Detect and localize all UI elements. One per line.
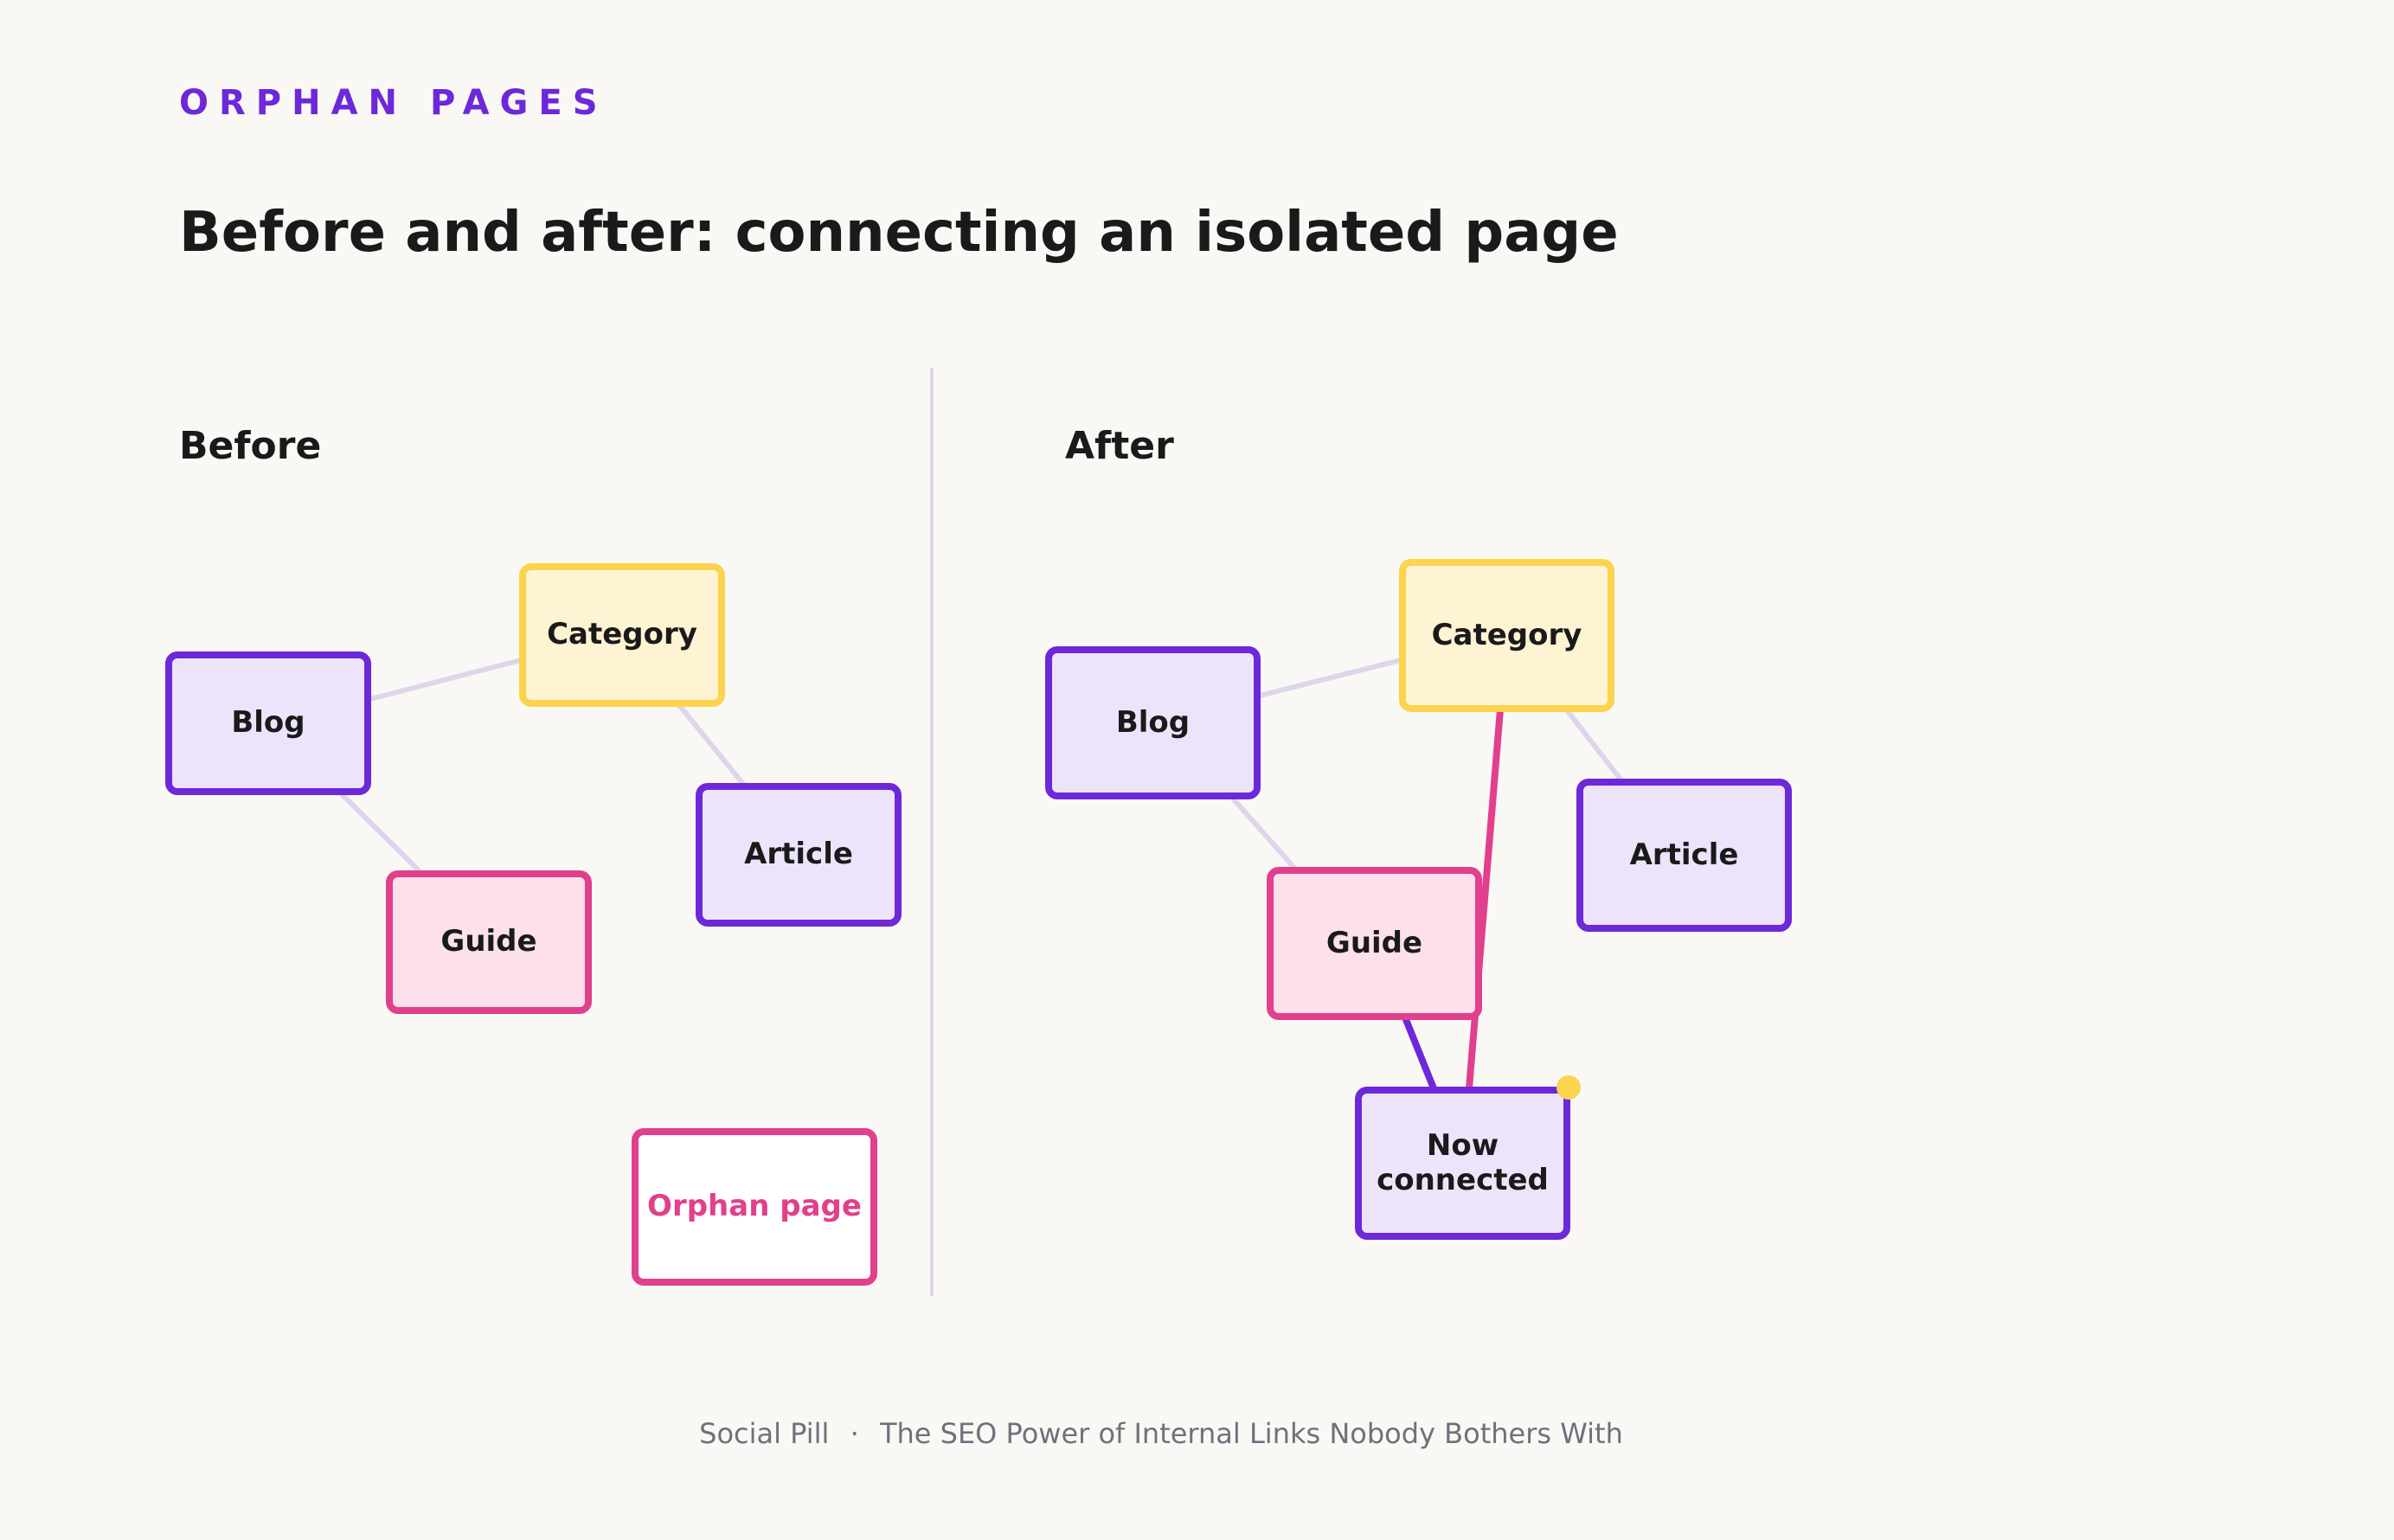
after-link-blog-guide	[1230, 796, 1297, 870]
before-node-guide: Guide	[386, 870, 592, 1014]
before-link-blog-category	[368, 658, 523, 702]
after-link-category-connected	[1466, 706, 1504, 1092]
before-label: Before	[179, 424, 322, 468]
before-node-category: Category	[519, 563, 725, 707]
after-node-blog: Blog	[1045, 646, 1261, 799]
after-node-article: Article	[1576, 779, 1792, 932]
footer-credit: Social Pill · The SEO Power of Internal …	[0, 1417, 2322, 1450]
after-node-category: Category	[1399, 559, 1614, 712]
after-link-blog-category	[1257, 658, 1403, 698]
footer-brand: Social Pill	[699, 1417, 830, 1450]
before-node-blog: Blog	[165, 651, 371, 795]
after-node-guide: Guide	[1267, 867, 1482, 1020]
new-link-dot-icon	[1556, 1075, 1581, 1100]
before-node-article: Article	[696, 783, 902, 927]
before-link-category-article	[677, 703, 745, 786]
page-title: Before and after: connecting an isolated…	[179, 201, 1619, 265]
after-link-guide-connected	[1402, 1014, 1437, 1092]
footer-article-title: The SEO Power of Internal Links Nobody B…	[879, 1417, 1623, 1450]
section-divider	[930, 368, 934, 1296]
after-node-now-connected: Now connected	[1355, 1087, 1570, 1240]
before-link-blog-guide	[340, 792, 420, 872]
footer-separator: ·	[850, 1417, 859, 1450]
after-label: After	[1065, 424, 1174, 468]
after-link-category-article	[1565, 709, 1624, 783]
before-node-orphan-page: Orphan page	[632, 1128, 877, 1286]
eyebrow-label: ORPHAN PAGES	[179, 83, 608, 123]
